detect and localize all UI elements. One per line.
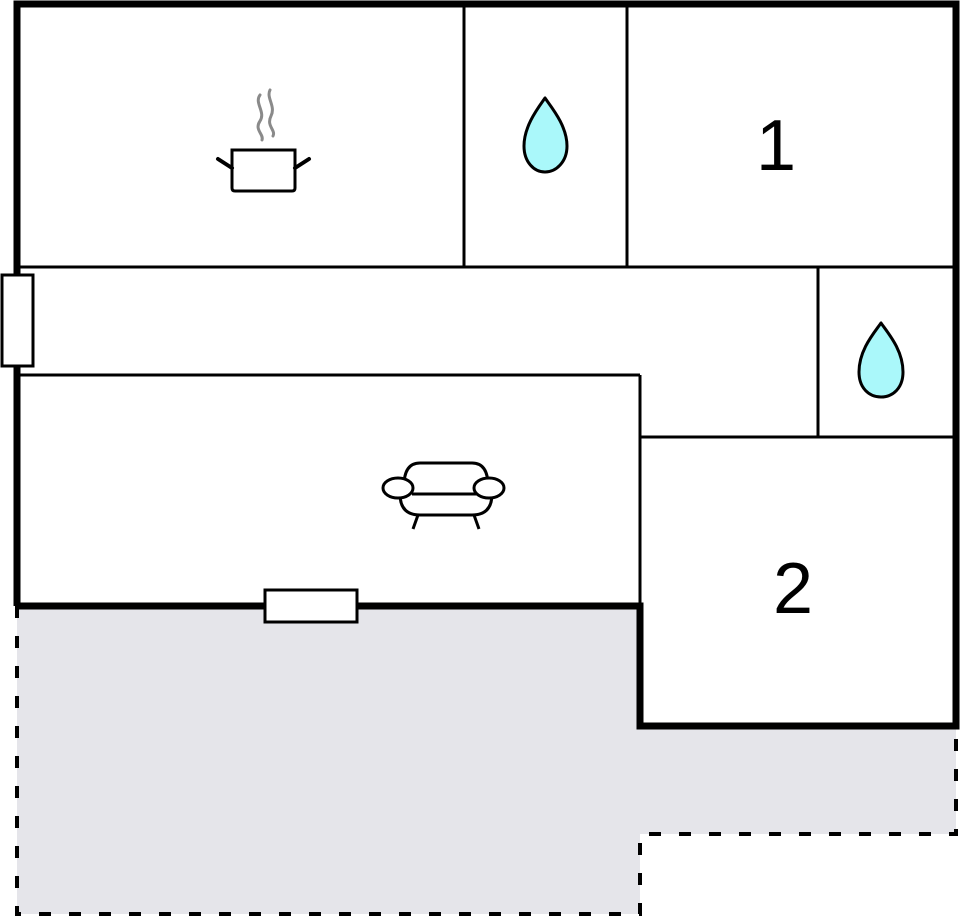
terrace (15, 606, 958, 916)
bedroom-1-label: 1 (756, 106, 796, 186)
entrance-door-west[interactable] (0, 273, 35, 368)
interior-walls (17, 6, 956, 606)
water-drop-icon (522, 96, 569, 174)
cooking-pot-icon (216, 88, 311, 193)
exterior-walls (13, 0, 960, 730)
kitchen-room (17, 6, 464, 267)
bedroom-2-label: 2 (773, 549, 813, 629)
armchair-icon (381, 461, 506, 530)
bedroom-1-room (627, 6, 956, 267)
water-drop-icon (857, 321, 905, 399)
terrace-door-south[interactable] (263, 588, 359, 624)
